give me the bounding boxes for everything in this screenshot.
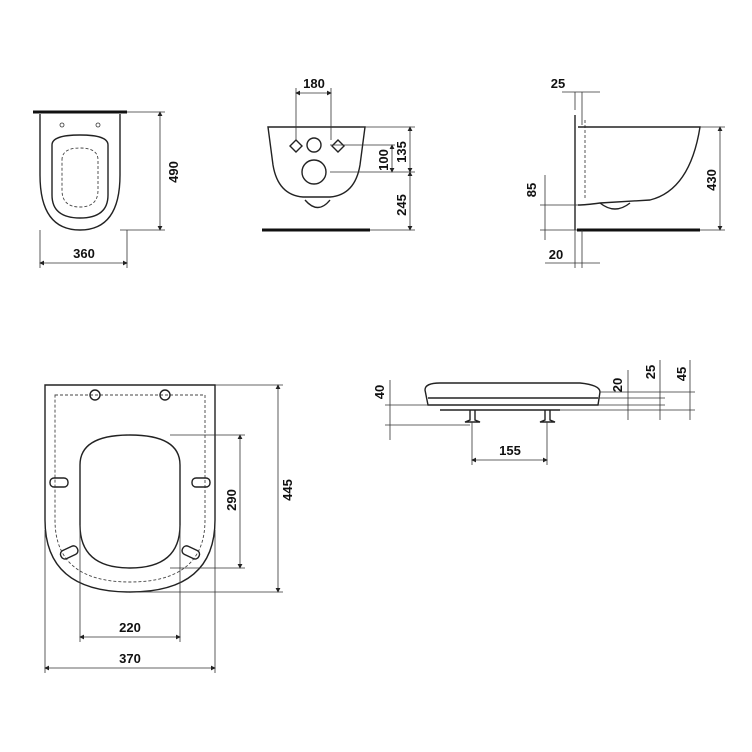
dim-bottom-offset: 20 — [549, 247, 563, 262]
dim-outlet-height: 100 — [376, 149, 391, 171]
dim-hole-length: 290 — [224, 489, 239, 511]
dim-seat-thickness: 25 — [643, 365, 658, 379]
dim-width: 360 — [73, 246, 95, 261]
side-view: 25 85 20 430 — [524, 76, 725, 268]
front-view: 180 100 135 245 — [262, 76, 415, 232]
seat-plan-view: 445 290 220 370 — [44, 384, 295, 673]
dim-lid-thickness: 20 — [610, 378, 625, 392]
dim-floor-to-outlet: 245 — [394, 194, 409, 216]
dim-hole-width: 220 — [119, 620, 141, 635]
seat-side-view: 40 155 20 25 45 — [372, 360, 695, 465]
dim-bottom-height: 85 — [524, 183, 539, 197]
dim-seat-length: 445 — [280, 479, 295, 501]
dim-fixing-spacing: 180 — [303, 76, 325, 91]
dim-depth: 490 — [166, 161, 181, 183]
dim-top-offset: 25 — [551, 76, 565, 91]
dim-total-thickness: 45 — [674, 367, 689, 381]
dim-hinge-spacing: 155 — [499, 443, 521, 458]
dim-seat-height: 40 — [372, 385, 387, 399]
dim-seat-width: 370 — [119, 651, 141, 666]
top-plan-view: 490 360 — [33, 110, 181, 268]
dim-height: 430 — [704, 169, 719, 191]
dim-inlet-height: 135 — [394, 141, 409, 163]
